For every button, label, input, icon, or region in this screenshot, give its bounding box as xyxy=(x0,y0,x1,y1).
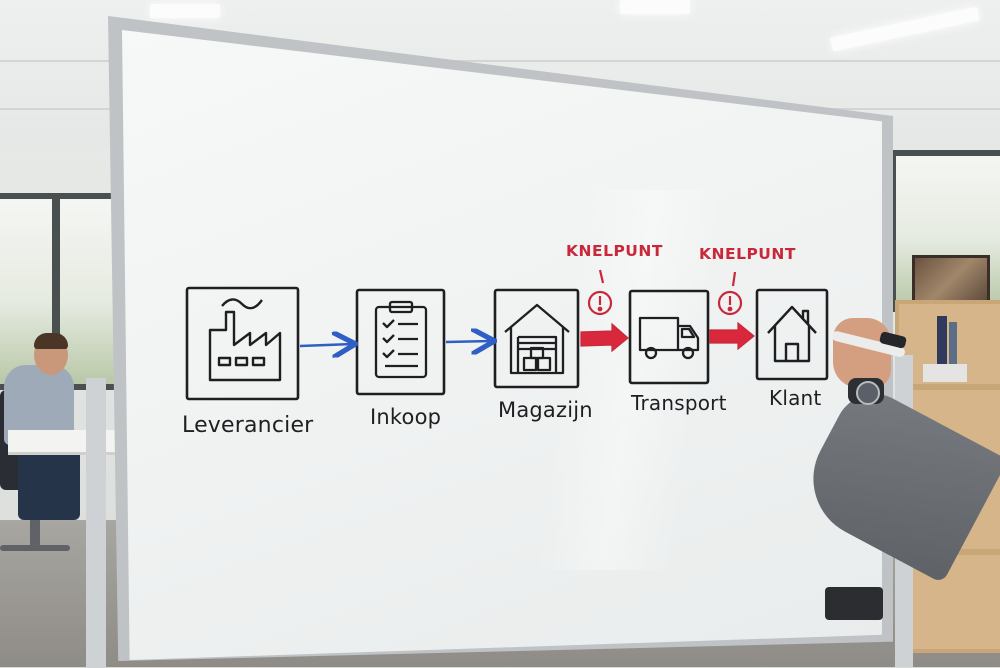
truck-icon xyxy=(638,316,700,360)
node-box xyxy=(355,288,446,396)
node-label-klant: Klant xyxy=(769,386,822,410)
node-box xyxy=(755,288,829,381)
ceiling-light xyxy=(150,4,220,18)
writing-hand xyxy=(833,318,891,388)
bottleneck-arrow-1 xyxy=(580,322,629,353)
chair-stem xyxy=(30,500,40,550)
book xyxy=(937,316,947,382)
bottleneck-label-2: KNELPUNT xyxy=(699,245,796,263)
shelf-board xyxy=(899,384,1000,390)
whiteboard-surface xyxy=(122,30,882,660)
person-hair xyxy=(34,333,68,349)
node-label-leverancier: Leverancier xyxy=(182,413,314,438)
node-magazijn xyxy=(493,288,580,389)
whiteboard-eraser xyxy=(825,587,883,620)
node-box xyxy=(185,286,300,401)
warning-icon xyxy=(717,271,743,316)
flow-arrow-2 xyxy=(445,341,492,342)
ceiling-light xyxy=(620,0,690,14)
node-label-inkoop: Inkoop xyxy=(370,405,442,429)
clipboard-checklist-icon xyxy=(374,300,428,379)
node-box xyxy=(628,289,710,385)
node-label-magazijn: Magazijn xyxy=(498,398,593,422)
warehouse-icon xyxy=(504,303,570,375)
bottleneck-label-1: KNELPUNT xyxy=(566,242,663,260)
warning-icon xyxy=(587,269,613,316)
book xyxy=(949,322,957,382)
window-mullion xyxy=(52,193,60,383)
box xyxy=(923,364,967,382)
bottleneck-arrow-2 xyxy=(709,321,755,351)
node-label-transport: Transport xyxy=(631,391,727,415)
node-klant xyxy=(755,288,829,381)
ceiling-grid-line xyxy=(0,60,1000,62)
watch-face xyxy=(856,381,880,405)
whiteboard-leg xyxy=(86,378,106,668)
chair-base xyxy=(0,545,70,551)
person-legs xyxy=(18,450,80,520)
node-transport xyxy=(628,289,710,385)
node-inkoop xyxy=(355,288,446,396)
flow-arrow-1 xyxy=(299,344,353,346)
node-leverancier xyxy=(185,286,300,401)
house-icon xyxy=(767,305,817,363)
factory-icon xyxy=(208,298,282,382)
